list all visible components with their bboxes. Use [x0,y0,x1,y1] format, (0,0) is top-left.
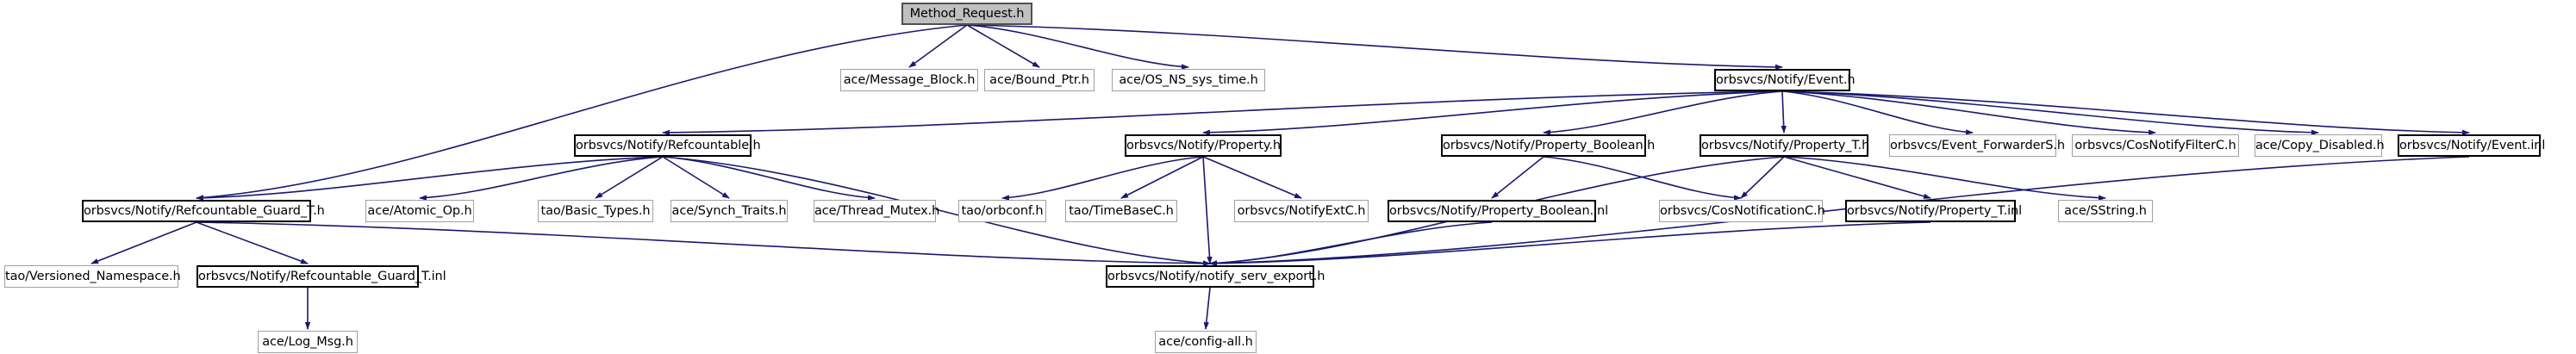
graph-edge-property_t_h-to-cosnotificationc_h [1740,156,1785,199]
graph-node-notifyextc_h[interactable]: orbsvcs/NotifyExtC.h [1234,200,1369,222]
graph-node-versioned_namespace_h[interactable]: tao/Versioned_Namespace.h [4,265,181,288]
graph-node-message_block[interactable]: ace/Message_Block.h [840,69,978,91]
graph-edge-method_request-to-message_block [908,24,968,68]
graph-edge-notify_event_h-to-refcountable_h [662,90,1783,136]
graph-node-atomic_op_h[interactable]: ace/Atomic_Op.h [365,200,474,222]
graph-edge-refcountable_guard_t_h-to-versioned_namespace_h [90,221,197,264]
graph-edge-property_boolean_inl-to-notify_serv_export_h [1209,221,1493,266]
graph-edge-method_request-to-os_ns_sys_time [966,24,1189,70]
graph-edge-property_boolean_h-to-cosnotificationc_h [1543,156,1742,201]
graph-node-bound_ptr[interactable]: ace/Bound_Ptr.h [984,69,1095,91]
graph-edge-property_t_h-to-sstring_h [1783,156,2106,201]
graph-edge-property_h-to-notifyextc_h [1202,156,1302,199]
graph-edge-notify_event_h-to-notify_event_inl [1781,90,2470,136]
graph-edge-notify_event_h-to-property_h [1202,90,1783,136]
graph-edge-notify_event_h-to-property_t_h [1781,90,1787,134]
graph-edge-refcountable_guard_t_h-to-notify_serv_export_h [196,221,1211,267]
graph-edge-property_t_h-to-property_t_inl [1783,156,1931,199]
graph-node-notify_event_inl[interactable]: orbsvcs/Notify/Event.inl [2398,134,2545,157]
graph-node-timebasec_h[interactable]: tao/TimeBaseC.h [1065,200,1177,222]
graph-node-refcountable_guard_t_inl[interactable]: orbsvcs/Notify/Refcountable_Guard_T.inl [196,265,446,288]
graph-node-copy_disabled_h[interactable]: ace/Copy_Disabled.h [2255,134,2385,157]
graph-node-property_boolean_inl[interactable]: orbsvcs/Notify/Property_Boolean.inl [1388,200,1608,222]
graph-edge-notify_event_h-to-copy_disabled_h [1781,90,2319,135]
graph-node-notify_event_h[interactable]: orbsvcs/Notify/Event.h [1714,69,1856,91]
graph-node-log_msg_h[interactable]: ace/Log_Msg.h [258,331,358,353]
graph-edge-property_t_inl-to-notify_serv_export_h [1209,221,1931,267]
graph-edge-property_h-to-timebasec_h [1120,156,1204,199]
graph-node-sstring_h[interactable]: ace/SString.h [2058,200,2153,222]
graph-node-property_t_h[interactable]: orbsvcs/Notify/Property_T.h [1700,134,1869,157]
graph-node-refcountable_h[interactable]: orbsvcs/Notify/Refcountable.h [574,134,761,157]
graph-node-orbconf_h[interactable]: tao/orbconf.h [958,200,1046,222]
graph-node-cosnotifyfilterc_h[interactable]: orbsvcs/CosNotifyFilterC.h [2072,134,2239,157]
graph-edge-refcountable_h-to-synch_traits_h [662,156,730,199]
graph-edge-method_request-to-refcountable_guard_t_h [196,24,968,201]
graph-node-property_boolean_h[interactable]: orbsvcs/Notify/Property_Boolean.h [1441,134,1655,157]
graph-edge-property_h-to-notify_serv_export_h [1202,156,1213,264]
graph-edge-notify_event_h-to-event_forwarders_h [1781,90,1974,135]
graph-node-property_t_inl[interactable]: orbsvcs/Notify/Property_T.inl [1845,200,2022,222]
graph-node-os_ns_sys_time[interactable]: ace/OS_NS_sys_time.h [1112,69,1265,91]
graph-node-config_all_h[interactable]: ace/config-all.h [1155,331,1257,353]
graph-edge-notify_event_h-to-property_boolean_h [1543,90,1783,135]
graph-node-property_h[interactable]: orbsvcs/Notify/Property.h [1125,134,1282,157]
graph-node-refcountable_guard_t_h[interactable]: orbsvcs/Notify/Refcountable_Guard_T.h [82,200,325,222]
graph-edge-refcountable_h-to-basic_types_h [595,156,664,199]
graph-node-notify_serv_export_h[interactable]: orbsvcs/Notify/notify_serv_export.h [1106,265,1325,288]
graph-edge-refcountable_h-to-thread_mutex_h [662,156,876,201]
graph-edge-refcountable_h-to-atomic_op_h [419,156,664,201]
graph-edge-property_boolean_h-to-property_boolean_inl [1491,156,1544,199]
graph-node-cosnotificationc_h[interactable]: orbsvcs/CosNotificationC.h [1659,200,1825,222]
graph-node-basic_types_h[interactable]: tao/Basic_Types.h [538,200,653,222]
graph-edge-notify_event_h-to-cosnotifyfilterc_h [1781,90,2156,135]
graph-edge-notify_serv_export_h-to-config_all_h [1203,287,1211,330]
graph-edge-refcountable_guard_t_h-to-refcountable_guard_t_inl [196,221,309,264]
graph-node-thread_mutex_h[interactable]: ace/Thread_Mutex.h [814,200,939,222]
graph-edge-property_h-to-orbconf_h [1001,156,1204,201]
graph-node-method_request[interactable]: Method_Request.h [901,3,1032,25]
graph-edge-refcountable_h-to-refcountable_guard_t_h [196,156,664,201]
graph-node-event_forwarders_h[interactable]: orbsvcs/Event_ForwarderS.h [1889,134,2065,157]
graph-edge-method_request-to-bound_ptr [966,24,1040,68]
graph-edge-refcountable_h-to-notify_serv_export_h [662,156,1211,266]
graph-edge-method_request-to-notify_event_h [966,24,1783,71]
graph-node-synch_traits_h[interactable]: ace/Synch_Traits.h [671,200,788,222]
